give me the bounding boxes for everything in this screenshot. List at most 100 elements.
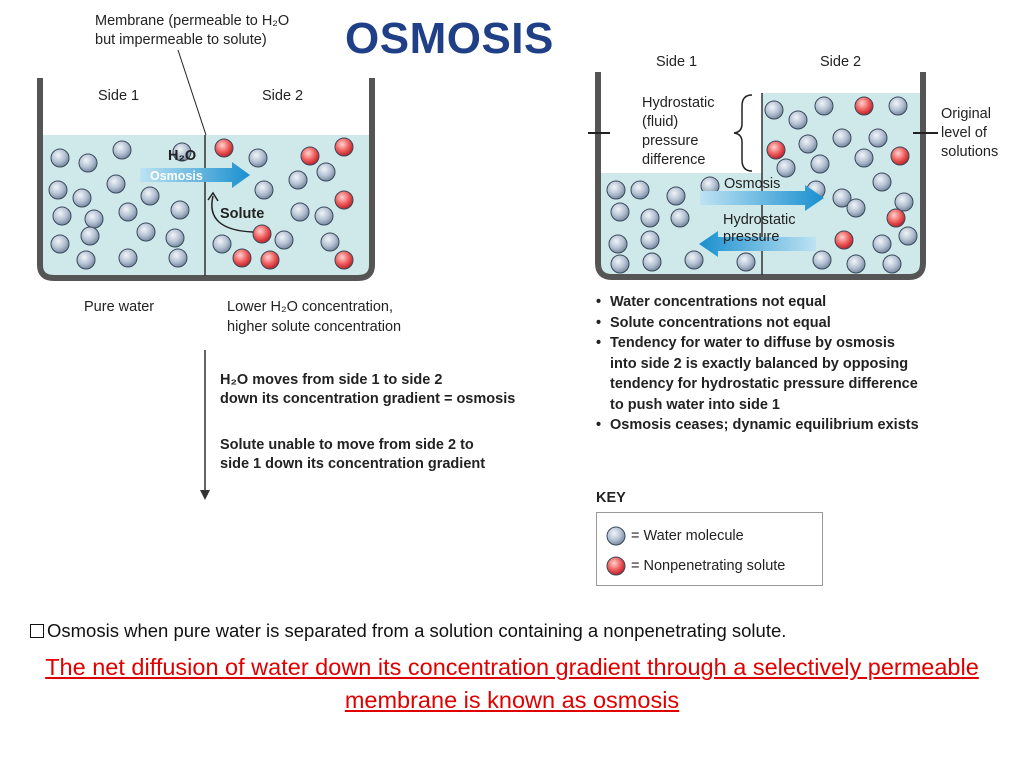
water-molecule xyxy=(776,158,796,178)
pure-water-label: Pure water xyxy=(84,299,154,315)
slide-title: OSMOSIS xyxy=(345,14,554,63)
lower-h2o-label-line1: Lower H₂O concentration, xyxy=(227,299,393,315)
hydrostatic-arrow-label-line1: Hydrostatic xyxy=(723,212,796,228)
key-legend: = Water molecule = Nonpenetrating solute xyxy=(596,512,823,586)
water-molecule xyxy=(290,202,310,222)
original-level-line3: solutions xyxy=(941,144,998,160)
membrane-label-line1: Membrane (permeable to H₂O xyxy=(95,13,289,29)
solute-molecule xyxy=(334,250,354,270)
water-molecule xyxy=(314,206,334,226)
water-molecule xyxy=(630,180,650,200)
result-arrowhead xyxy=(200,490,210,500)
water-molecule xyxy=(640,208,660,228)
water-molecule xyxy=(172,142,192,162)
bullet-item: Tendency for water to diffuse by osmosis… xyxy=(594,333,924,415)
water-molecule xyxy=(608,234,628,254)
water-molecule xyxy=(610,202,630,222)
water-molecule xyxy=(136,222,156,242)
left-osmosis-arrow xyxy=(140,162,250,188)
water-molecule xyxy=(810,154,830,174)
water-molecule xyxy=(812,250,832,270)
right-molecules xyxy=(606,96,918,274)
water-molecule xyxy=(846,198,866,218)
left-container xyxy=(37,78,375,281)
water-molecule xyxy=(106,174,126,194)
key-title: KEY xyxy=(596,490,626,506)
solute-molecule xyxy=(886,208,906,228)
left-h2o-label: H₂O xyxy=(168,148,196,164)
water-molecule xyxy=(606,180,626,200)
key-water-row: = Water molecule xyxy=(605,523,744,549)
solute-molecule xyxy=(766,140,786,160)
bullet-item: Solute concentrations not equal xyxy=(594,313,924,334)
equilibrium-bullet-list: Water concentrations not equal Solute co… xyxy=(594,292,924,436)
original-level-line1: Original xyxy=(941,106,991,122)
left-molecules xyxy=(48,137,354,270)
water-molecule xyxy=(118,202,138,222)
water-molecule xyxy=(72,188,92,208)
hydro-label-line4: difference xyxy=(642,152,705,168)
lower-h2o-label-line2: higher solute concentration xyxy=(227,319,401,335)
water-molecule xyxy=(80,226,100,246)
result2-line1: Solute unable to move from side 2 to xyxy=(220,437,474,453)
water-molecule xyxy=(78,153,98,173)
bullet-item: Water concentrations not equal xyxy=(594,292,924,313)
water-molecule xyxy=(888,96,908,116)
water-molecule xyxy=(50,148,70,168)
water-molecule xyxy=(764,100,784,120)
water-molecule xyxy=(814,96,834,116)
key-solute-row: = Nonpenetrating solute xyxy=(605,553,785,579)
right-side2-label: Side 2 xyxy=(820,54,861,70)
water-molecule xyxy=(320,232,340,252)
water-molecule xyxy=(288,170,308,190)
water-molecule xyxy=(736,252,756,272)
left-solute-label: Solute xyxy=(220,206,264,222)
solute-molecule xyxy=(854,96,874,116)
water-molecule xyxy=(640,230,660,250)
left-side1-label: Side 1 xyxy=(98,88,139,104)
solute-molecule xyxy=(334,137,354,157)
hydro-label-line2: (fluid) xyxy=(642,114,678,130)
right-side1-label: Side 1 xyxy=(656,54,697,70)
hydro-label-line1: Hydrostatic xyxy=(642,95,715,111)
solute-curved-arrowhead xyxy=(207,191,219,202)
water-molecule xyxy=(140,186,160,206)
water-molecule xyxy=(788,110,808,130)
water-molecule xyxy=(868,128,888,148)
right-osmosis-diagram: Side 1 Side 2 Hydrostatic (fluid) pressu… xyxy=(588,54,998,280)
water-molecule xyxy=(254,180,274,200)
water-molecule xyxy=(798,134,818,154)
water-molecule xyxy=(882,254,902,274)
water-molecule xyxy=(684,250,704,270)
water-molecule xyxy=(832,128,852,148)
water-molecule xyxy=(894,192,914,212)
water-molecule xyxy=(872,234,892,254)
water-molecule xyxy=(898,226,918,246)
right-osmosis-arrow xyxy=(700,185,824,211)
osmosis-definition: The net diffusion of water down its conc… xyxy=(45,654,979,713)
bullet-item: Osmosis ceases; dynamic equilibrium exis… xyxy=(594,415,924,436)
solute-curved-arrow xyxy=(211,195,254,233)
left-osmosis-diagram: Membrane (permeable to H₂O but impermeab… xyxy=(37,13,515,500)
water-molecule xyxy=(846,254,866,274)
water-molecule xyxy=(872,172,892,192)
water-molecule xyxy=(666,186,686,206)
membrane-leader-line xyxy=(177,49,207,136)
water-molecule xyxy=(316,162,336,182)
solute-molecule xyxy=(260,250,280,270)
hydrostatic-arrow-label-line2: pressure xyxy=(723,229,779,245)
hydro-label-bg xyxy=(638,88,744,172)
water-molecule xyxy=(610,254,630,274)
solute-molecule xyxy=(834,230,854,250)
water-molecule xyxy=(170,200,190,220)
solute-molecule xyxy=(300,146,320,166)
caption: Osmosis when pure water is separated fro… xyxy=(30,620,994,642)
key-solute-label: = Nonpenetrating solute xyxy=(631,558,786,574)
water-molecule xyxy=(642,252,662,272)
water-molecule xyxy=(50,234,70,254)
water-molecule xyxy=(76,250,96,270)
solute-molecule xyxy=(214,138,234,158)
left-osmosis-label: Osmosis xyxy=(150,169,203,183)
water-molecule xyxy=(274,230,294,250)
water-molecule xyxy=(832,188,852,208)
